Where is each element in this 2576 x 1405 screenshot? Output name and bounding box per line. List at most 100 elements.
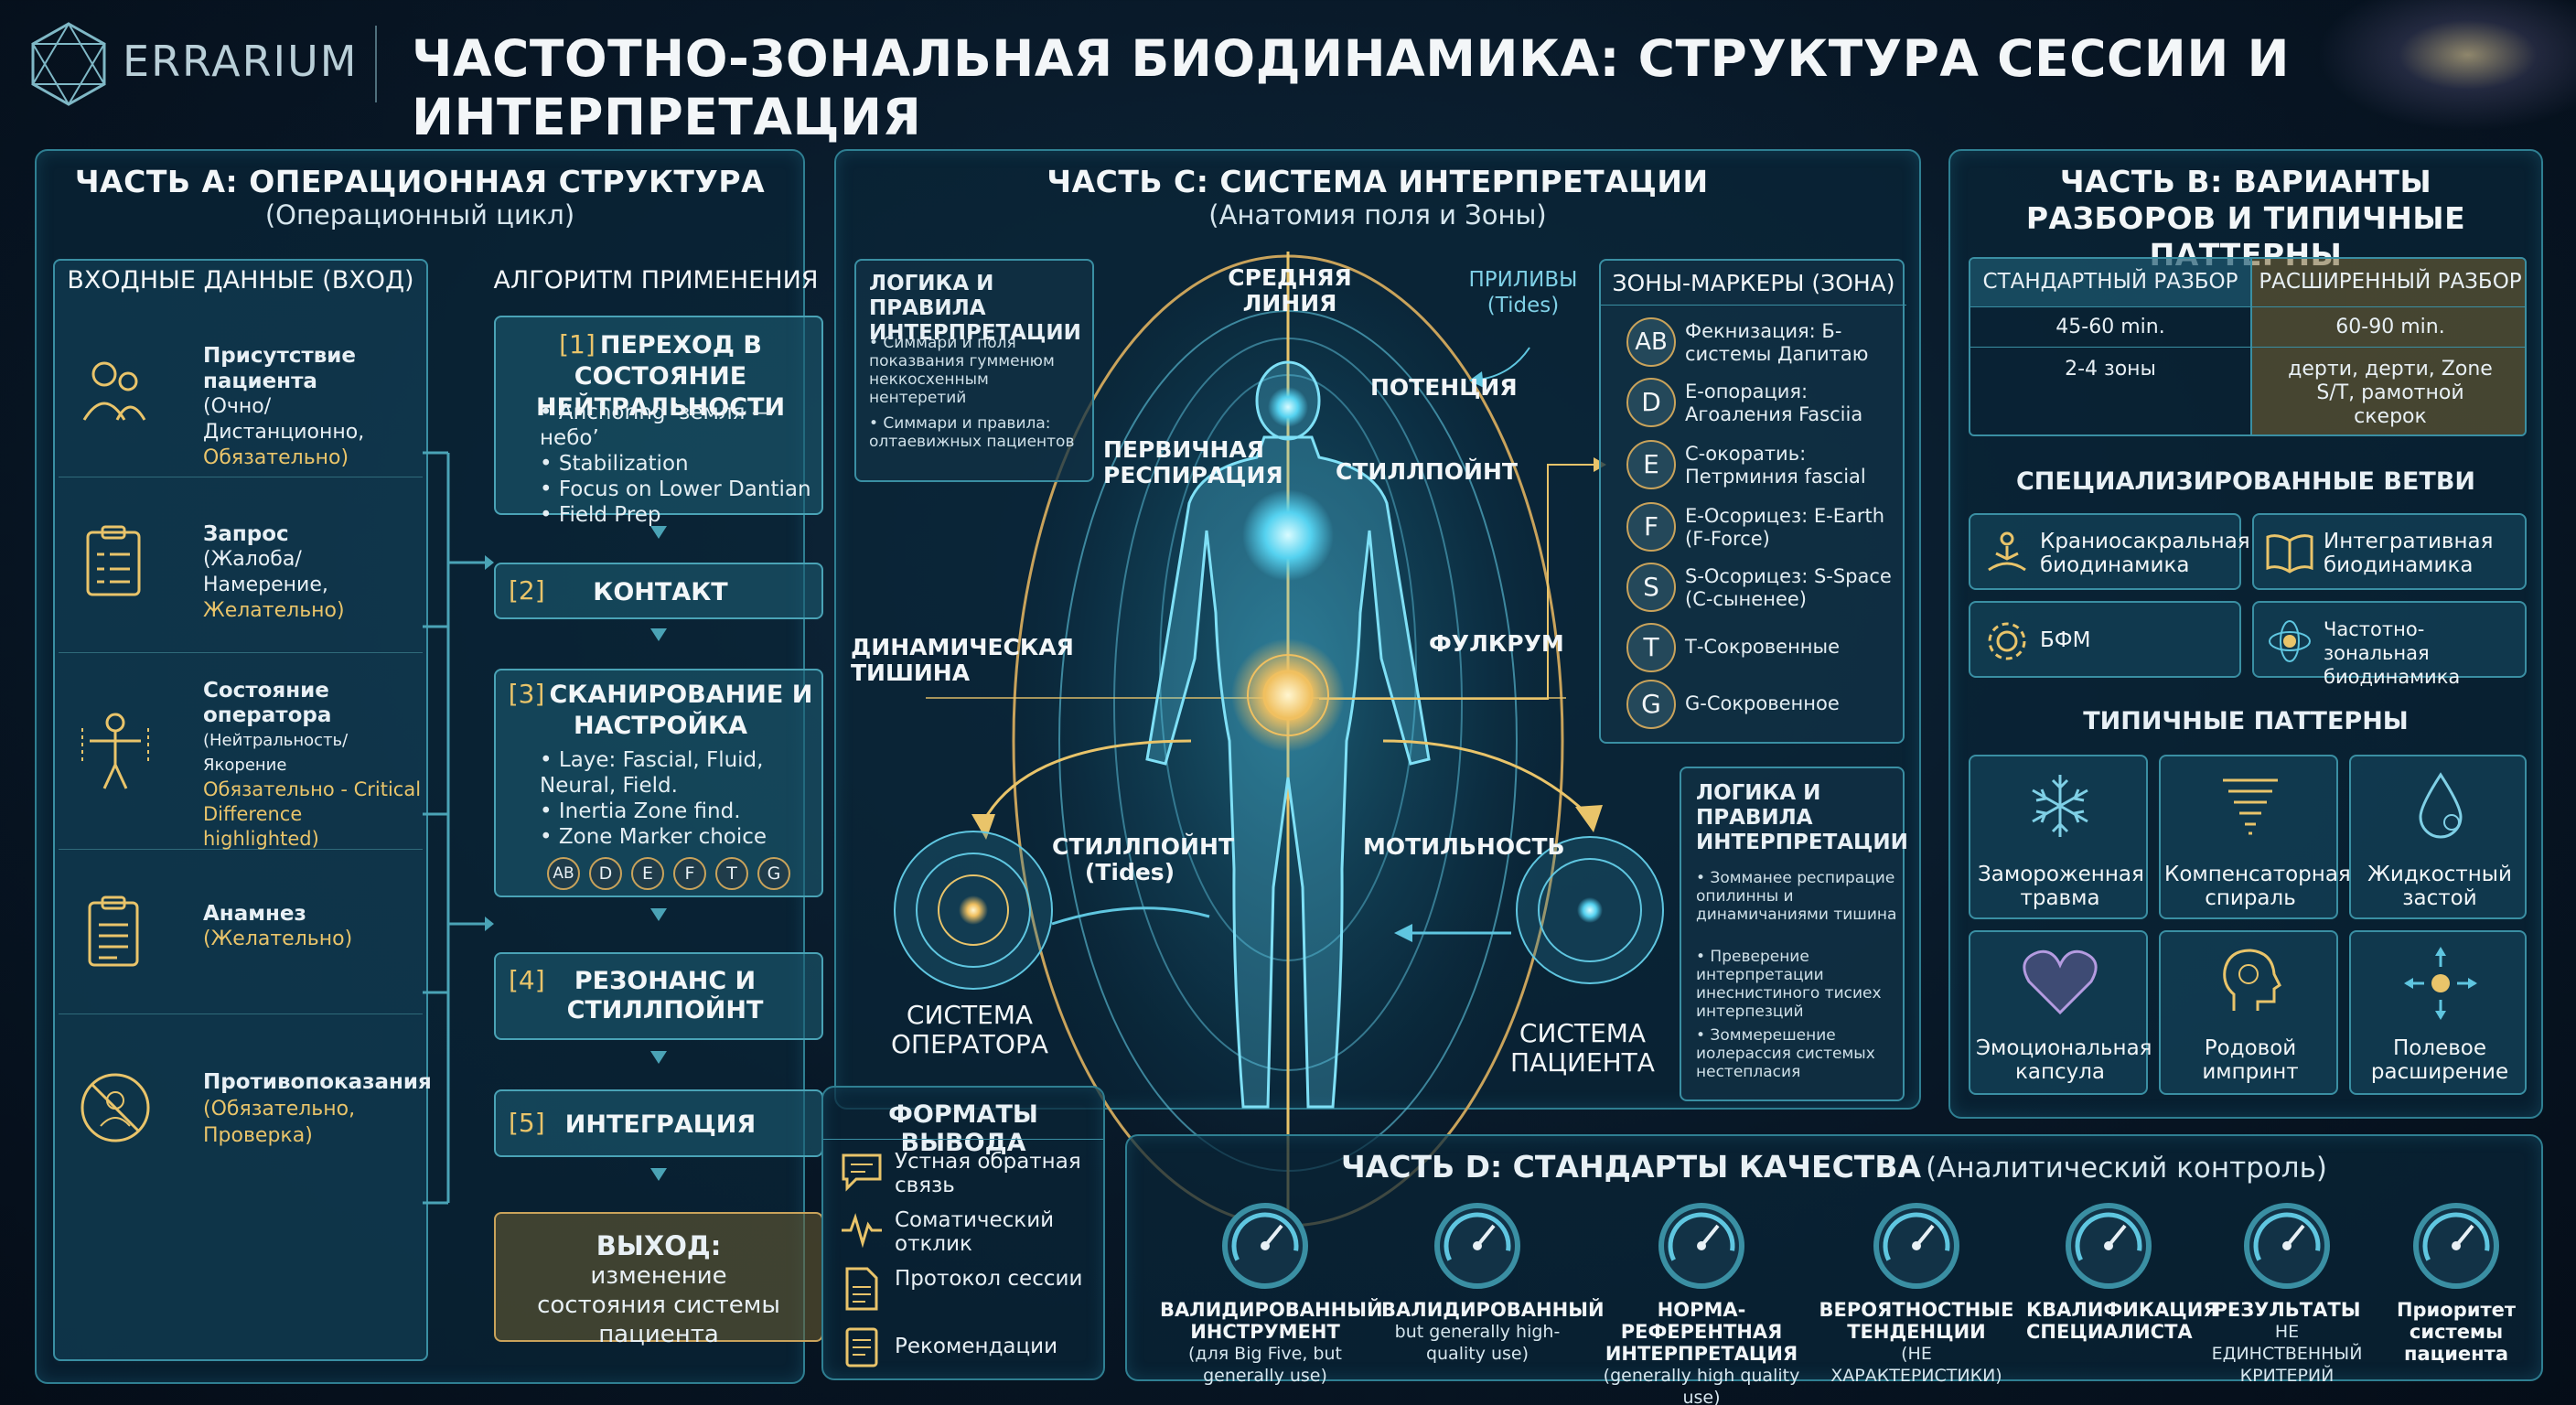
input-title: Противопоказания xyxy=(203,1070,432,1094)
algo-title: АЛГОРИТМ ПРИМЕНЕНИЯ xyxy=(493,266,819,295)
checklist-icon xyxy=(88,896,139,967)
zone-text: С-окоратиь: Петрминия fascial xyxy=(1685,443,1866,488)
gauge-arc xyxy=(2422,1212,2490,1261)
branch-card: Краниосакральная биодинамика xyxy=(1969,513,2250,590)
branch-card: Частотно-зональная биодинамика xyxy=(2252,601,2527,688)
output-box: ВЫХОД: изменение состояния системы пацие… xyxy=(494,1212,823,1348)
step-3: [3] СКАНИРОВАНИЕ И НАСТРОЙКА • Laye: Fas… xyxy=(494,669,823,897)
review-table: СТАНДАРТНЫЙ РАЗБОР РАСШИРЕННЫЙ РАЗБОР 45… xyxy=(1969,257,2527,436)
step-title: КОНТАКТ xyxy=(593,578,728,606)
step-bullet: • Inertia Zone find. xyxy=(540,799,741,823)
pattern-label: Эмоциональная капсула xyxy=(1976,1036,2152,1084)
branches-title: СПЕЦИАЛИЗИРОВАННЫЕ ВЕТВИ xyxy=(2015,467,2476,496)
zone-marker-chip: G xyxy=(757,857,790,890)
orbit-icon xyxy=(2269,620,2311,662)
step-2: [2] КОНТАКТ xyxy=(494,563,823,619)
quality-item: НОРМА-РЕФЕРЕНТНАЯ ИНТЕРПРЕТАЦИЯ(generall… xyxy=(1592,1299,1811,1405)
logic-rule: • Зоммерешение иолерассия системых несте… xyxy=(1696,1026,1875,1081)
potency-label: ПОТЕНЦИЯ xyxy=(1370,374,1518,401)
gauge-arc xyxy=(1668,1212,1735,1261)
step-bullet: • Focus on Lower Dantian xyxy=(540,477,811,501)
dynamic-silence-label: ДИНАМИЧЕСКАЯ ТИШИНА xyxy=(851,634,1074,686)
fulcrum-label: ФУЛКРУМ xyxy=(1429,630,1564,657)
format-item: Рекомендации xyxy=(895,1335,1058,1358)
input-item: Состояние оператора (Нейтральность/Якоре… xyxy=(59,653,423,850)
output-text: изменение состояния системы пациента xyxy=(537,1262,780,1348)
pattern-card: Родовой импринт xyxy=(2159,930,2338,1095)
inputs-title: ВХОДНЫЕ ДАННЫЕ (ВХОД) xyxy=(67,266,414,295)
pattern-card: Полевое расширение xyxy=(2349,930,2527,1095)
table-header: РАСШИРЕННЫЙ РАЗБОР xyxy=(2259,270,2522,294)
branch-card: Интегративная биодинамика xyxy=(2252,513,2527,590)
part-c-subtitle: (Анатомия поля и Зоны) xyxy=(1208,199,1547,231)
pattern-card: Компенсаторная спираль xyxy=(2159,755,2351,919)
patient-icon xyxy=(82,361,146,421)
input-item: Анамнез (Желательно) xyxy=(59,850,423,1014)
gauge-arc xyxy=(2253,1212,2321,1261)
branch-label: Интегративная биодинамика xyxy=(2324,530,2494,577)
zone-marker-chip: T xyxy=(715,857,748,890)
quality-subtext: НЕ ЕДИНСТВЕННЫЙ КРИТЕРИЙ xyxy=(2211,1322,2363,1386)
step-1: [1] ПЕРЕХОД В СОСТОЯНИЕ НЕЙТРАЛЬНОСТИ • … xyxy=(494,316,823,527)
expand-icon xyxy=(2404,947,2477,1020)
input-item: Присутствие пациента (Очно/Дистанционно,… xyxy=(59,308,423,477)
zone-marker-row: AB D E F T G xyxy=(547,857,821,890)
zone-badge: G xyxy=(1626,680,1676,729)
quality-subtext: (generally high quality use) xyxy=(1603,1366,1800,1405)
meditation-icon xyxy=(1988,531,2026,572)
table-cell: дерти, дерти, Zone S/T, рамотной скерок xyxy=(2288,358,2493,428)
quality-item: Приоритет системы пациента xyxy=(2396,1299,2517,1365)
primary-respiration-label: ПЕРВИЧНАЯ РЕСПИРАЦИЯ xyxy=(1103,436,1283,488)
format-item: Протокол сессии xyxy=(895,1267,1083,1291)
gauge-hub xyxy=(1912,1241,1921,1250)
zone-text: Е-Осорицез: E-Earth (F-Force) xyxy=(1685,505,1885,550)
gauge-hub xyxy=(2282,1241,2292,1250)
input-title: Присутствие пациента xyxy=(203,344,357,393)
quality-item: ВАЛИДИРОВАННЫЙ ИНСТРУМЕНТ(для Big Five, … xyxy=(1160,1299,1383,1386)
heart-icon xyxy=(2023,949,2098,1015)
step-title: СКАНИРОВАНИЕ И НАСТРОЙКА xyxy=(549,681,813,740)
pattern-label: Замороженная травма xyxy=(1978,863,2144,910)
pattern-label: Родовой импринт xyxy=(2202,1036,2299,1084)
gauge-hub xyxy=(1261,1241,1270,1250)
branch-label: Частотно-зональная биодинамика xyxy=(2324,618,2461,688)
gauge-arc xyxy=(1444,1212,1511,1261)
droplet-icon xyxy=(2419,772,2463,839)
stillpoint-label: СТИЛЛПОЙНТ xyxy=(1336,458,1518,485)
step-title: РЕЗОНАНС И СТИЛЛПОЙНТ xyxy=(566,967,764,1024)
gauge-hub xyxy=(2104,1241,2113,1250)
input-note: Обязательно) xyxy=(203,446,349,469)
logic-rule: • Симмари и правила: олтаевижных пациент… xyxy=(869,414,1075,451)
pattern-card: Жидкостный застой xyxy=(2349,755,2527,919)
table-cell: 2-4 зоны xyxy=(2065,358,2156,381)
header: ERRARIUM ЧАСТОТНО-ЗОНАЛЬНАЯ БИОДИНАМИКА:… xyxy=(0,0,2576,146)
step-number: [3] xyxy=(508,679,545,709)
input-note: (Обязательно, Проверка) xyxy=(203,1098,356,1147)
page-title: ЧАСТОТНО-ЗОНАЛЬНАЯ БИОДИНАМИКА: СТРУКТУР… xyxy=(412,29,2291,146)
input-item: Запрос (Жалоба/Намерение, Желательно) xyxy=(59,477,423,653)
pattern-card: Эмоциональная капсула xyxy=(1969,930,2152,1095)
step-number: [1] xyxy=(559,329,596,359)
quality-gauges xyxy=(1222,1203,2499,1289)
branch-label: БФМ xyxy=(2040,628,2091,652)
input-detail: (Очно/Дистанционно, xyxy=(203,395,365,444)
zone-badge: T xyxy=(1626,623,1676,672)
step-bullet: • Zone Marker choice xyxy=(540,825,767,849)
part-a-subtitle: (Операционный цикл) xyxy=(264,199,575,231)
snowflake-icon xyxy=(2032,775,2088,837)
pattern-label: Жидкостный застой xyxy=(2367,863,2512,910)
gear-icon xyxy=(1988,622,2026,660)
logic-rule: • Преверение интерпретации инеснистиного… xyxy=(1696,948,1882,1021)
format-item: Соматический отклик xyxy=(895,1208,1055,1256)
logic-rules-box: ЛОГИКА И ПРАВИЛА ИНТЕРПРЕТАЦИИ • Симмари… xyxy=(854,259,1094,482)
document-icon xyxy=(845,1267,878,1311)
table-cell: 45-60 min. xyxy=(2055,316,2165,338)
part-b-panel: ЧАСТЬ В: ВАРИАНТЫ РАЗБОРОВ И ТИПИЧНЫЕ ПА… xyxy=(1948,149,2543,1119)
zone-badge: F xyxy=(1626,502,1676,552)
zone-badge: S xyxy=(1626,563,1676,612)
input-detail: (Жалоба/Намерение, xyxy=(203,548,328,596)
zone-markers-title: ЗОНЫ-МАРКЕРЫ (ЗОНА) xyxy=(1612,270,1895,296)
input-note: Обязательно - Critical Difference highli… xyxy=(203,778,422,850)
head-icon xyxy=(2223,949,2281,1011)
table-header: СТАНДАРТНЫЙ РАЗБОР xyxy=(1982,270,2238,294)
